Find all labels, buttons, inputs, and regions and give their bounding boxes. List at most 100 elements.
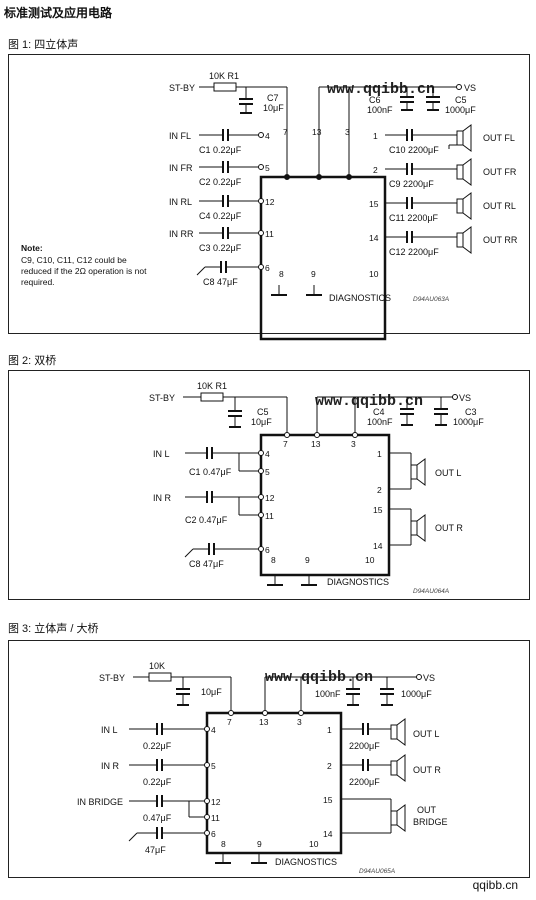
fig3-schematic: www.qqibb.cn ST-BY 10K 10μF VS 100nF 100… (77, 661, 448, 875)
fig1-note-line2: reduced if the 2Ω operation is not (21, 266, 147, 276)
fig1-r1-resistor (213, 82, 237, 92)
fig1-out-rl-label: OUT RL (483, 201, 516, 211)
fig1-r1-label: 10K R1 (209, 71, 239, 81)
fig1-pin7: 7 (283, 127, 288, 137)
fig1-input-rl: IN RL 12 C4 0.22μF (169, 195, 275, 221)
fig1-c4-label: C4 0.22μF (199, 211, 242, 221)
fig1-pin5: 5 (265, 163, 270, 173)
fig2-panel: www.qqibb.cn ST-BY 10K R1 C5 10μF VS C4 … (8, 370, 530, 600)
fig1-watermark: www.qqibb.cn (327, 81, 435, 98)
fig1-pin4: 4 (265, 131, 270, 141)
fig3-pin2: 2 (327, 761, 332, 771)
fig3-output-bridge: 15 14 OUT BRIDGE (323, 795, 448, 839)
fig1-c9-label: C9 2200μF (389, 179, 434, 189)
fig1-ic-body (259, 175, 387, 341)
fig2-pin5: 5 (265, 467, 270, 477)
fig1-c1-label: C1 0.22μF (199, 145, 242, 155)
fig2-pin9: 9 (305, 555, 310, 565)
fig1-in-rr-label: IN RR (169, 229, 194, 239)
fig1-pin3: 3 (345, 127, 350, 137)
fig3-diagnostics-label: DIAGNOSTICS (275, 857, 337, 867)
fig2-schematic: www.qqibb.cn ST-BY 10K R1 C5 10μF VS C4 … (149, 381, 484, 595)
fig1-pin8: 8 (279, 269, 284, 279)
fig1-pin12: 12 (265, 197, 275, 207)
fig3-vs-label: VS (423, 673, 435, 683)
fig1-note-title: Note: (21, 243, 43, 253)
fig1-pin11: 11 (265, 229, 274, 239)
fig3-r-label: 10K (149, 661, 165, 671)
fig2-c4-label: C4 (373, 407, 385, 417)
fig2-pin15: 15 (373, 505, 383, 515)
fig1-pin6: 6 (265, 263, 270, 273)
fig2-c3-value: 1000μF (453, 417, 484, 427)
fig1-out-fr-label: OUT FR (483, 167, 517, 177)
fig1-output-fr: 2 C9 2200μF OUT FR (373, 158, 517, 189)
fig3-in-r-label: IN R (101, 761, 120, 771)
fig2-c1-label: C1 0.47μF (189, 467, 232, 477)
fig1-input-fr: IN FR 5 C2 0.22μF (169, 161, 270, 187)
fig2-c4-value: 100nF (367, 417, 393, 427)
fig2-in-r-label: IN R (153, 493, 172, 503)
fig3-pin6: 6 (211, 829, 216, 839)
fig1-pin1: 1 (373, 131, 378, 141)
fig3-c-100n-label: 100nF (315, 689, 341, 699)
fig2-stby-label: ST-BY (149, 393, 175, 403)
fig2-pin6: 6 (265, 545, 270, 555)
fig1-note-line3: required. (21, 277, 55, 287)
fig2-ic-body (259, 433, 391, 577)
fig2-out-l-label: OUT L (435, 468, 461, 478)
fig1-c8-label: C8 47μF (203, 277, 238, 287)
fig1-pin13: 13 (312, 127, 322, 137)
fig3-pin11: 11 (211, 813, 220, 823)
fig1-vs-label: VS (464, 83, 476, 93)
fig2-title: 图 2: 双桥 (8, 355, 57, 367)
fig2-c5-label: C5 (257, 407, 269, 417)
fig3-c-outr-label: 2200μF (349, 777, 380, 787)
fig3-r-resistor (148, 672, 172, 682)
fig2-code: D94AU064A (413, 588, 449, 595)
fig2-pin11: 11 (265, 511, 274, 521)
fig3-input-l: IN L 4 0.22μF (101, 723, 216, 751)
footer-watermark: qqibb.cn (472, 878, 518, 892)
fig3-code: D94AU065A (359, 868, 395, 875)
fig1-diagnostics-label: DIAGNOSTICS (329, 293, 391, 303)
fig3-title: 图 3: 立体声 / 大桥 (8, 623, 99, 635)
fig1-c11-label: C11 2200μF (389, 213, 439, 223)
fig2-pin10: 10 (365, 555, 375, 565)
fig3-pin9: 9 (257, 839, 262, 849)
fig2-input-r: IN R 12 11 C2 0.47μF (153, 491, 275, 525)
fig3-in-bridge-label: IN BRIDGE (77, 797, 123, 807)
fig2-c8-label: C8 47μF (189, 559, 224, 569)
fig1-c10-label: C10 2200μF (389, 145, 439, 155)
fig3-c-l-label: 0.22μF (143, 741, 172, 751)
fig3-pin15: 15 (323, 795, 333, 805)
fig1-c8: 6 C8 47μF (196, 261, 270, 287)
fig1-out-rr-label: OUT RR (483, 235, 518, 245)
fig3-pin10: 10 (309, 839, 319, 849)
fig2-c5-value: 10μF (251, 417, 272, 427)
fig2-r1-resistor (200, 392, 224, 402)
fig2-c2-label: C2 0.47μF (185, 515, 228, 525)
fig1-c7-value: 10μF (263, 103, 284, 113)
fig2-vs-label: VS (459, 393, 471, 403)
fig3-c-outl-label: 2200μF (349, 741, 380, 751)
fig2-pin4: 4 (265, 449, 270, 459)
fig3-output-l: 1 2200μF OUT L (327, 718, 439, 751)
fig2-pin1: 1 (377, 449, 382, 459)
fig1-schematic: www.qqibb.cn ST-BY 10K R1 C7 10μF VS C6 … (21, 71, 518, 341)
fig3-out-bridge-label-1: OUT (417, 805, 437, 815)
fig3-pin8: 8 (221, 839, 226, 849)
fig2-pin8: 8 (271, 555, 276, 565)
fig1-output-fl: 1 C10 2200μF OUT FL (373, 124, 515, 155)
fig1-pin14: 14 (369, 233, 379, 243)
fig1-pin10: 10 (369, 269, 379, 279)
fig2-out-r-label: OUT R (435, 523, 463, 533)
fig2-pin13: 13 (311, 439, 321, 449)
fig2-r1-label: 10K R1 (197, 381, 227, 391)
fig3-stby-label: ST-BY (99, 673, 125, 683)
fig1-input-fl: IN FL 4 C1 0.22μF (169, 129, 270, 155)
fig1-pin9: 9 (311, 269, 316, 279)
fig1-output-rl: 15 C11 2200μF OUT RL (369, 192, 516, 223)
fig3-output-r: 2 2200μF OUT R (327, 754, 441, 787)
fig1-in-fr-label: IN FR (169, 163, 193, 173)
